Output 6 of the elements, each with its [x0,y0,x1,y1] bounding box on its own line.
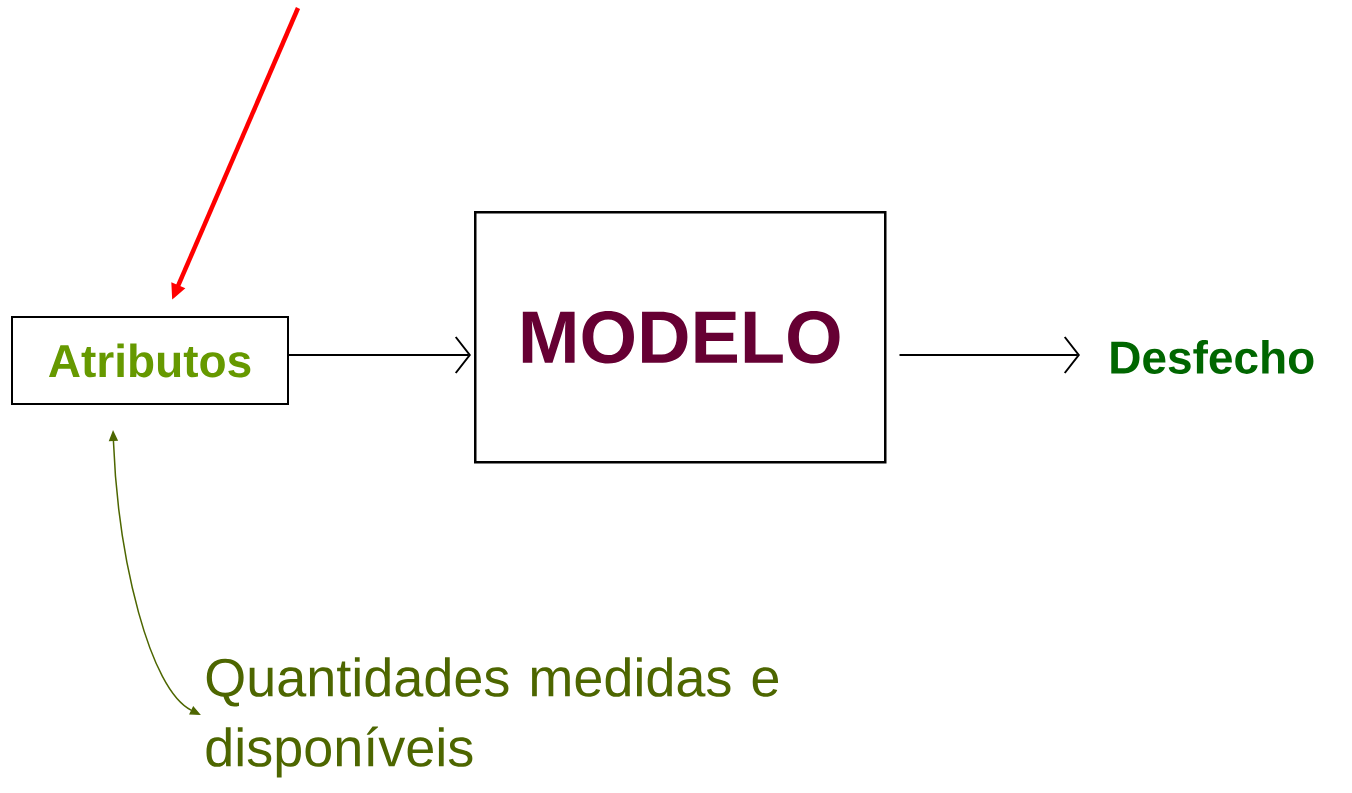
arrow [898,336,1080,374]
arrow [288,336,471,374]
output-label: Desfecho [1111,340,1314,374]
input-box: Atributos [11,316,289,405]
description-text: Quantidades medidas e disponíveis [206,657,779,778]
model-box: MODELO [474,211,887,464]
